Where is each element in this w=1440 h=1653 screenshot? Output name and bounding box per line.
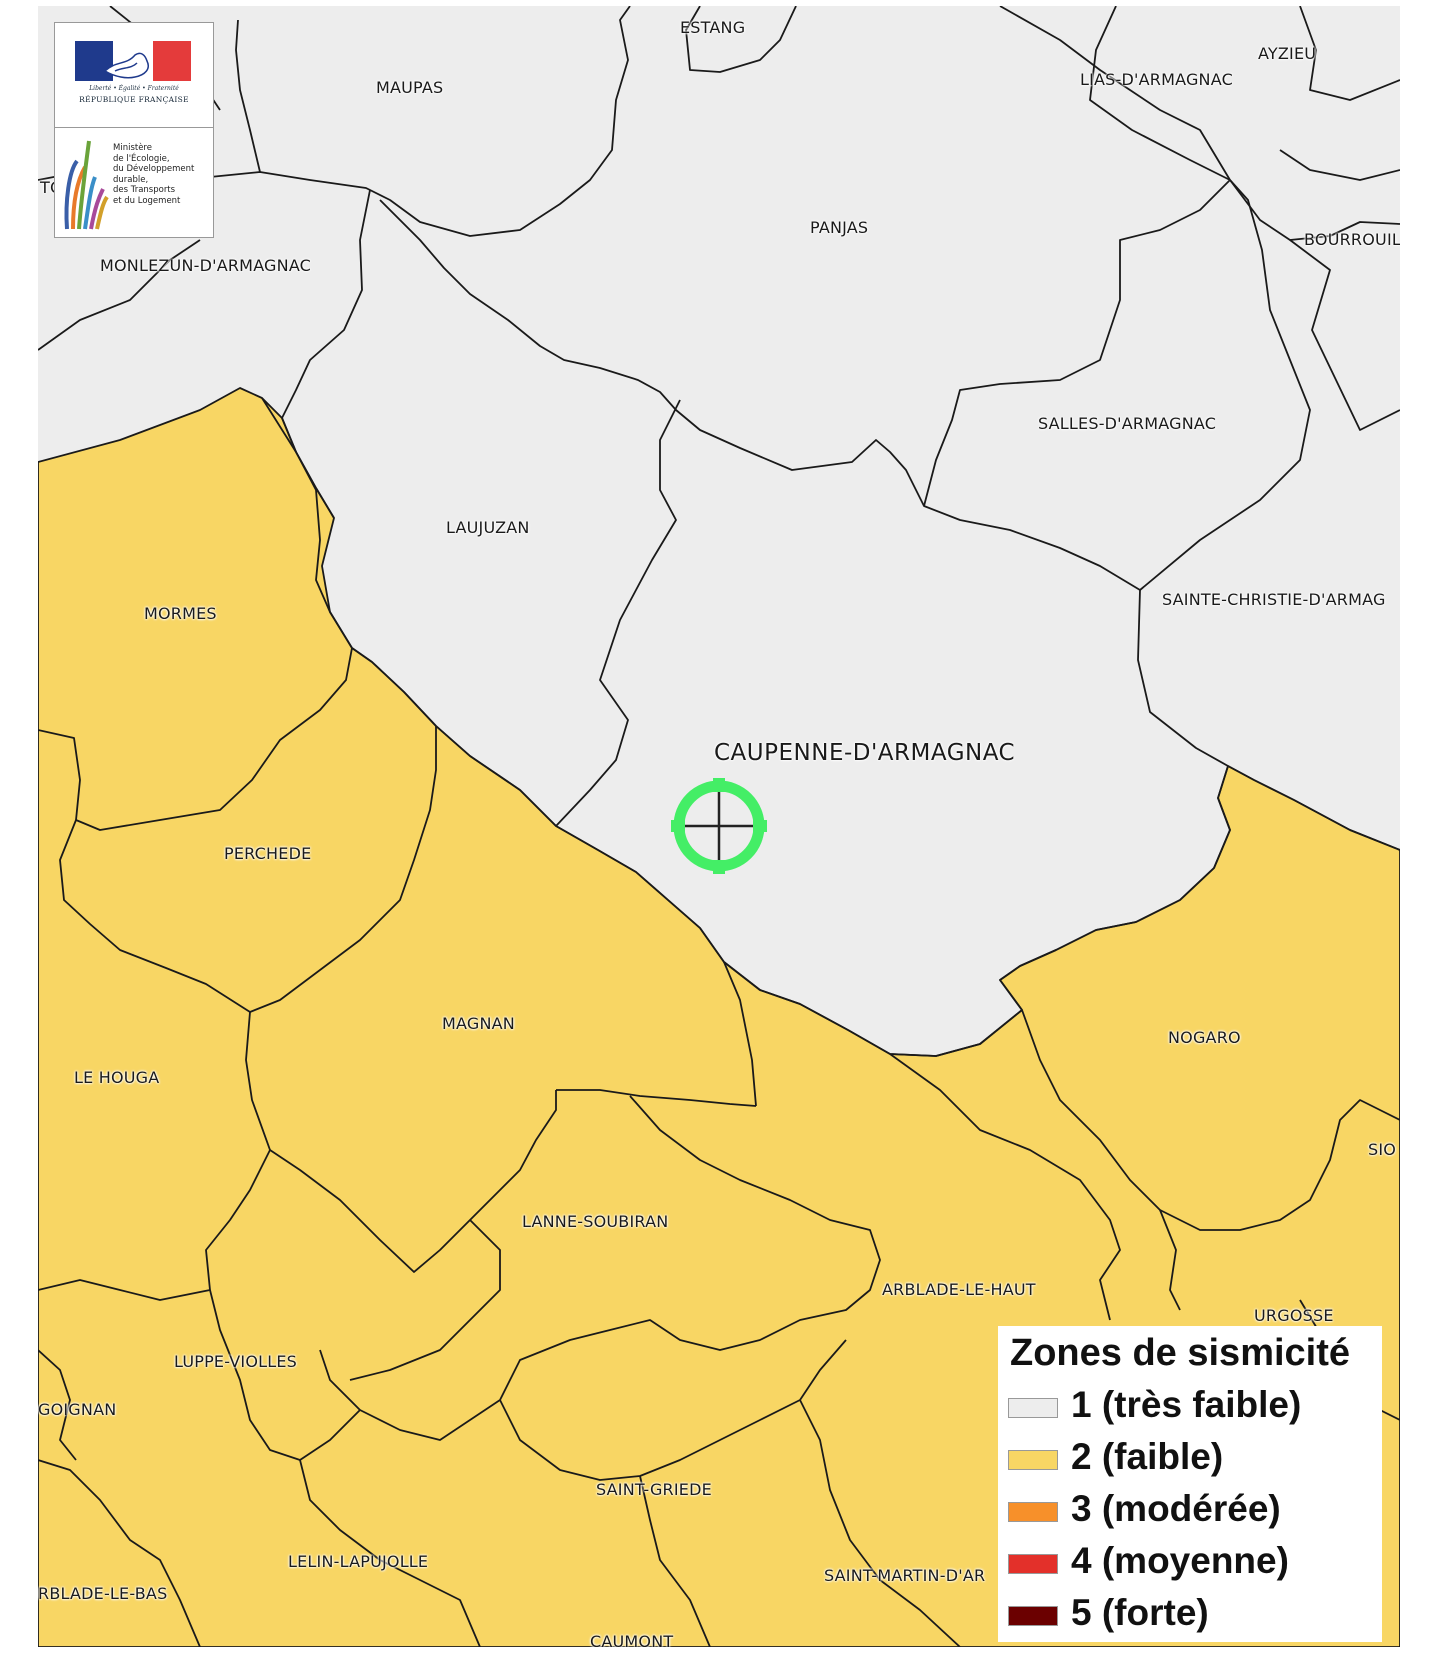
legend: Zones de sismicité 1 (très faible) 2 (fa… [998,1326,1382,1642]
town-label-sio[interactable]: SIO [1368,1140,1397,1159]
ministry-bars-icon [64,140,109,230]
town-label-monlezun[interactable]: MONLEZUN-D'ARMAGNAC [100,256,312,275]
town-label-le-houga[interactable]: LE HOUGA [74,1068,160,1087]
town-label-main[interactable]: CAUPENNE-D'ARMAGNAC [714,740,1016,766]
french-flag-icon [75,41,191,81]
town-label-bourrouil[interactable]: BOURROUIL [1304,230,1400,249]
legend-swatch [1008,1450,1058,1470]
town-label-arblade-le-haut[interactable]: ARBLADE-LE-HAUT [882,1280,1036,1299]
town-label-sainte-christie[interactable]: SAINTE-CHRISTIE-D'ARMAG [1162,590,1386,609]
town-label-lelin-lapujolle[interactable]: LELIN-LAPUJOLLE [288,1552,429,1571]
ministry-line: de l'Écologie, [113,153,170,164]
town-label-caumont[interactable]: CAUMONT [590,1632,674,1647]
town-label-estang[interactable]: ESTANG [680,18,746,37]
town-label-ayzieu[interactable]: AYZIEU [1258,44,1317,63]
town-label-urgosse[interactable]: URGOSSE [1254,1306,1334,1325]
marianne-logo: Liberté • Égalité • Fraternité RÉPUBLIQU… [55,23,213,128]
legend-title: Zones de sismicité [1010,1332,1351,1374]
ministry-line: du Développement [113,164,195,174]
town-label-luppe-violles[interactable]: LUPPE-VIOLLES [174,1352,298,1371]
legend-label: 5 (forte) [1071,1592,1209,1633]
town-label-lanne-soubiran[interactable]: LANNE-SOUBIRAN [522,1212,669,1231]
crosshair-target-icon[interactable] [665,772,773,880]
motto-text: Liberté • Égalité • Fraternité [89,85,179,92]
town-label-mormes[interactable]: MORMES [144,604,217,623]
town-label-maupas[interactable]: MAUPAS [376,78,444,97]
town-label-salles[interactable]: SALLES-D'ARMAGNAC [1038,414,1217,433]
legend-label: 2 (faible) [1071,1436,1224,1477]
town-label-panjas[interactable]: PANJAS [810,218,869,237]
ministry-line: et du Logement [113,195,181,206]
town-label-saint-griede[interactable]: SAINT-GRIEDE [596,1480,712,1499]
town-label-goignan[interactable]: GOIGNAN [38,1400,117,1419]
republic-text: RÉPUBLIQUE FRANÇAISE [79,95,189,104]
ministry-text: Ministère de l'Écologie, du Développemen… [113,143,194,206]
legend-label: 3 (modérée) [1071,1488,1281,1529]
ministry-line: Ministère [113,143,152,153]
ministry-logo: Liberté • Égalité • Fraternité RÉPUBLIQU… [54,22,214,238]
legend-label: 4 (moyenne) [1071,1540,1289,1581]
town-label-arblade-le-bas[interactable]: RBLADE-LE-BAS [38,1584,168,1603]
town-label-saint-martin[interactable]: SAINT-MARTIN-D'AR [824,1566,986,1585]
town-label-nogaro[interactable]: NOGARO [1168,1028,1241,1047]
town-label-lias[interactable]: LIAS-D'ARMAGNAC [1080,70,1233,89]
legend-label: 1 (très faible) [1071,1384,1302,1425]
ministry-line: durable, [113,174,149,185]
legend-swatch [1008,1606,1058,1626]
legend-swatch [1008,1554,1058,1574]
town-label-laujuzan[interactable]: LAUJUZAN [446,518,530,537]
legend-swatch [1008,1398,1058,1418]
ministry-line: des Transports [113,185,176,195]
town-label-perchede[interactable]: PERCHEDE [224,844,312,863]
town-label-magnan[interactable]: MAGNAN [442,1014,515,1033]
legend-swatch [1008,1502,1058,1522]
